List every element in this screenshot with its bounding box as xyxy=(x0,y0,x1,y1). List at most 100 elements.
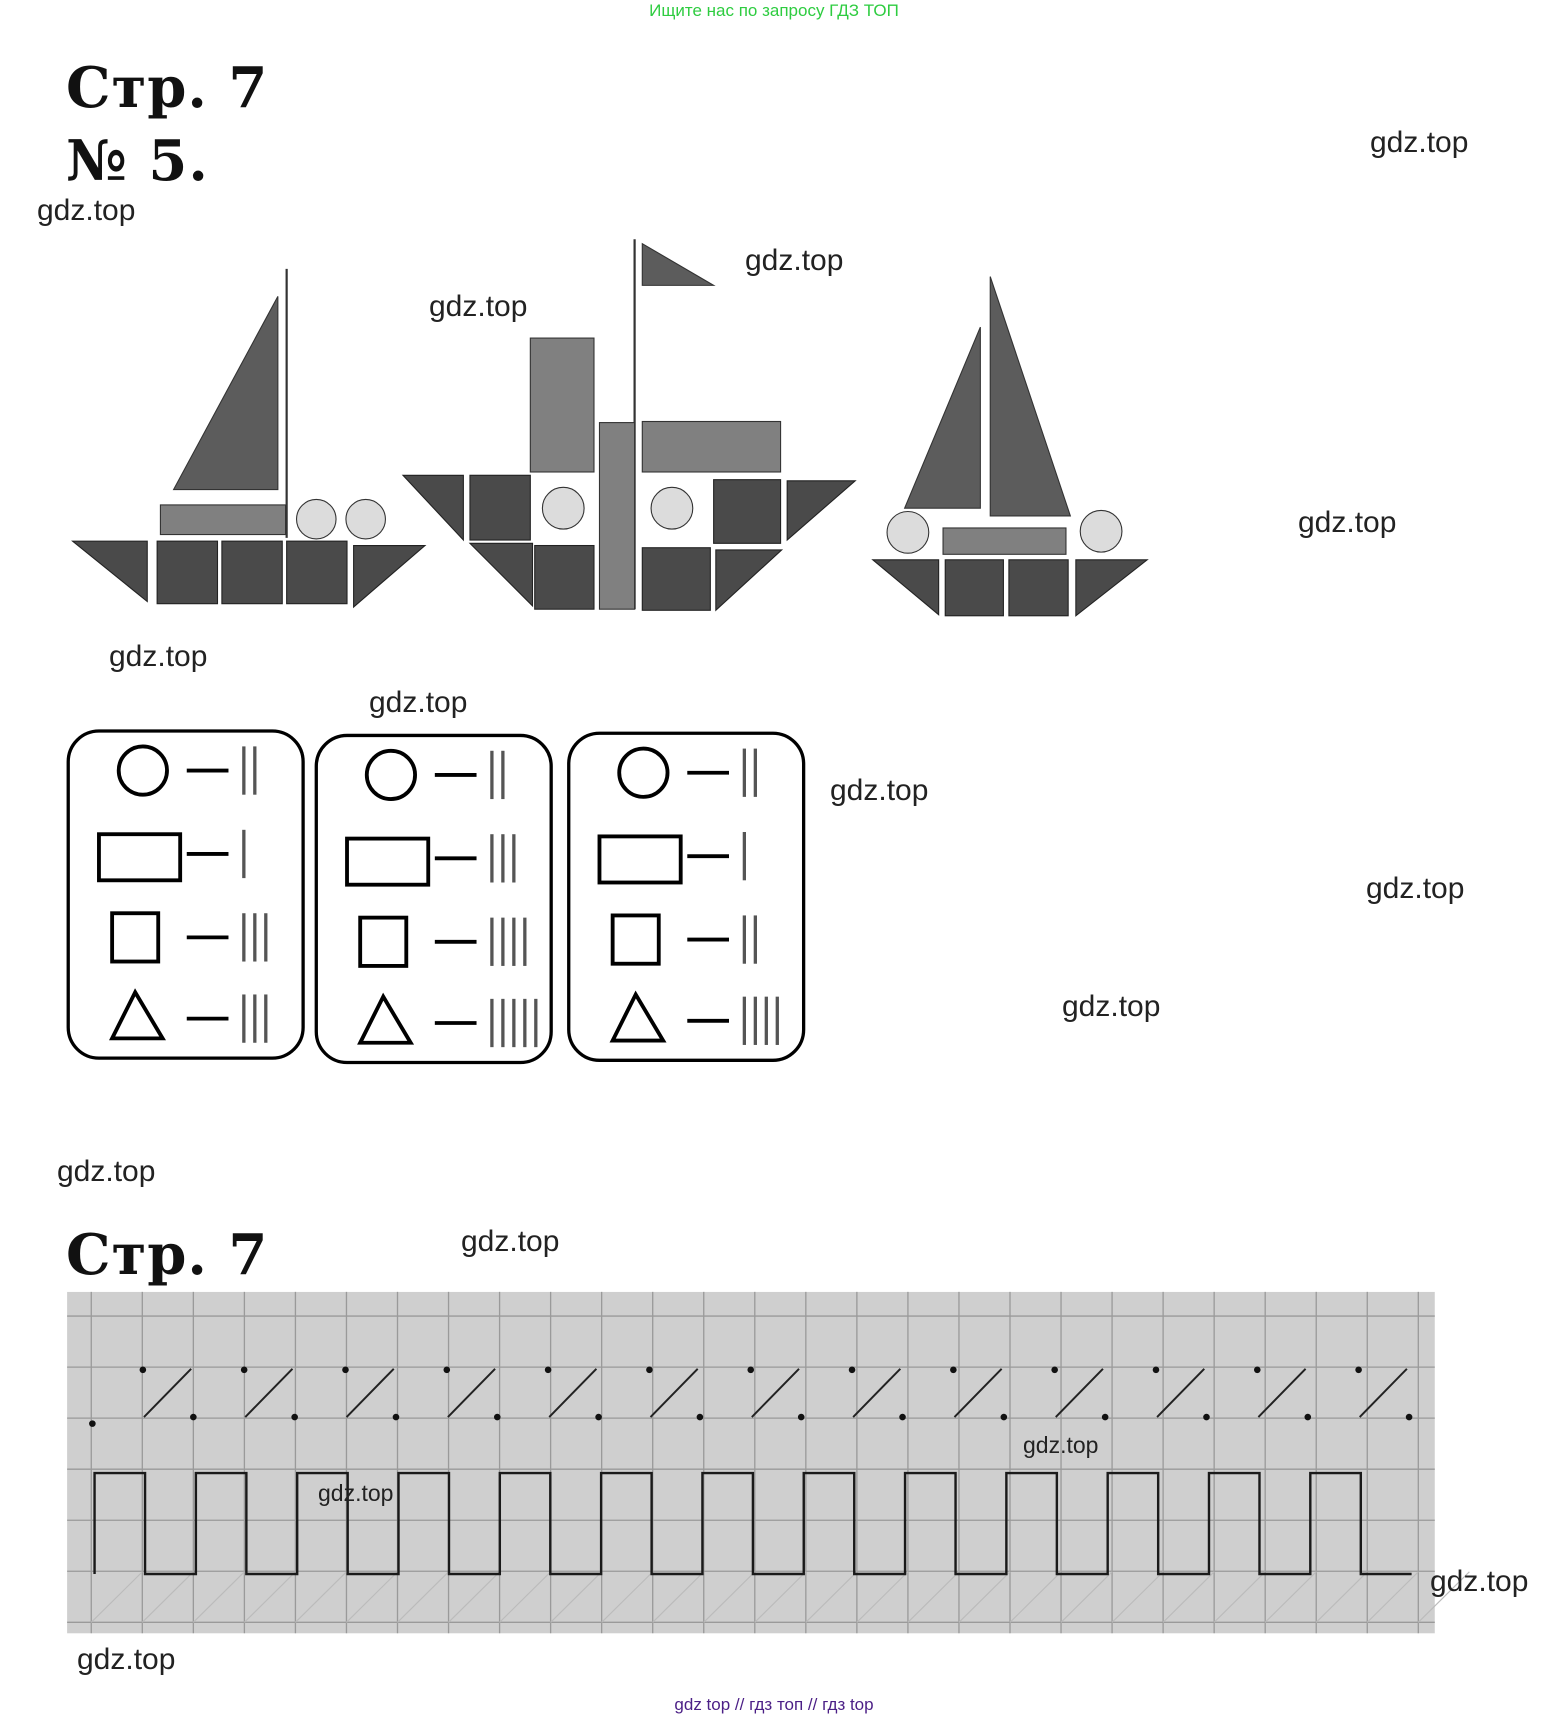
faint-diagonal xyxy=(907,1571,960,1623)
dot xyxy=(190,1413,197,1421)
dot xyxy=(392,1413,400,1421)
tally-card xyxy=(314,733,553,1065)
watermark: gdz.top xyxy=(77,1643,176,1676)
diagonal-stroke xyxy=(751,1368,800,1418)
watermark: gdz.top xyxy=(1023,1432,1099,1458)
watermark: gdz.top xyxy=(1430,1565,1529,1598)
square-shape xyxy=(610,913,661,966)
tally-card xyxy=(66,729,305,1060)
footer-links[interactable]: gdz top // гдз топ // гдз top xyxy=(674,1695,874,1714)
faint-diagonal xyxy=(397,1571,449,1623)
watermark: gdz.top xyxy=(830,774,929,807)
faint-diagonal xyxy=(703,1571,756,1623)
faint-diagonal xyxy=(856,1571,909,1623)
faint-diagonal xyxy=(1315,1571,1368,1623)
faint-diagonal xyxy=(295,1571,347,1623)
watermark: gdz.top xyxy=(318,1480,394,1506)
faint-diagonal xyxy=(958,1571,1011,1623)
dot xyxy=(696,1413,704,1421)
rectangle-shape xyxy=(345,836,431,887)
dot xyxy=(1304,1413,1312,1421)
circle-shape xyxy=(364,748,417,802)
triangle-shape xyxy=(109,988,166,1041)
watermark: gdz.top xyxy=(1298,506,1397,539)
faint-diagonal xyxy=(1111,1571,1164,1623)
watermark: gdz.top xyxy=(1370,126,1469,159)
rectangle-shape xyxy=(597,834,683,885)
faint-diagonal xyxy=(244,1571,296,1623)
faint-diagonal xyxy=(90,1571,143,1623)
faint-diagonal xyxy=(550,1571,603,1623)
dot xyxy=(544,1366,552,1374)
faint-diagonal xyxy=(1366,1571,1419,1623)
card-border xyxy=(314,733,553,1065)
faint-diagonal xyxy=(1264,1571,1317,1623)
triangle-shape xyxy=(609,990,667,1043)
faint-diagonal xyxy=(192,1571,245,1623)
tally-card xyxy=(567,731,806,1062)
square-shape xyxy=(110,911,161,964)
dot xyxy=(493,1413,501,1421)
circle-shape xyxy=(116,744,169,797)
dot xyxy=(595,1413,602,1421)
watermark: gdz.top xyxy=(109,640,208,673)
watermark: gdz.top xyxy=(369,686,468,719)
diagonal-stroke xyxy=(1358,1368,1408,1418)
watermark: gdz.top xyxy=(1366,872,1465,905)
square-shape xyxy=(358,915,409,968)
faint-diagonal xyxy=(652,1571,705,1623)
triangle-shape xyxy=(357,992,415,1045)
card-border xyxy=(567,731,806,1062)
faint-diagonal xyxy=(1009,1571,1062,1623)
dot xyxy=(291,1413,298,1421)
dot xyxy=(1101,1413,1109,1421)
watermark: gdz.top xyxy=(429,290,528,323)
card-border xyxy=(66,729,305,1060)
boat-2 xyxy=(401,239,857,612)
diagonal-stroke xyxy=(447,1368,496,1418)
faint-diagonal xyxy=(1417,1571,1470,1623)
dot xyxy=(899,1413,906,1421)
boat-3 xyxy=(871,276,1149,617)
dot xyxy=(342,1366,349,1374)
faint-diagonal xyxy=(1060,1571,1113,1623)
faint-diagonal xyxy=(346,1571,398,1623)
dot xyxy=(747,1366,755,1374)
diagonal-stroke xyxy=(649,1368,699,1418)
dot xyxy=(1000,1413,1008,1421)
diagonal-stroke xyxy=(345,1368,395,1418)
dot xyxy=(1355,1366,1362,1374)
diagonal-stroke xyxy=(143,1368,192,1418)
page-heading: Стр. 7 xyxy=(66,55,269,121)
diagonal-stroke xyxy=(244,1368,294,1418)
dot xyxy=(240,1366,248,1374)
page-heading-2: Стр. 7 xyxy=(66,1222,269,1288)
dot xyxy=(848,1366,856,1374)
dot xyxy=(1405,1413,1413,1421)
dot xyxy=(797,1413,805,1421)
boat-1 xyxy=(71,268,427,609)
tally-cards xyxy=(66,729,806,1065)
dot xyxy=(1152,1366,1160,1374)
task-number: № 5. xyxy=(66,128,209,194)
dot xyxy=(1051,1366,1058,1374)
watermark: gdz.top xyxy=(37,194,136,227)
diagonal-stroke xyxy=(852,1368,902,1418)
rectangle-shape xyxy=(97,832,183,883)
dot xyxy=(646,1366,653,1374)
grid-paper xyxy=(67,1291,1435,1634)
diagonal-stroke xyxy=(1156,1368,1205,1418)
search-banner[interactable]: Ищите нас по запросу ГДЗ ТОП xyxy=(649,1,899,20)
dot xyxy=(89,1420,96,1427)
faint-diagonal xyxy=(448,1571,500,1623)
dot xyxy=(1203,1413,1210,1421)
faint-diagonal xyxy=(805,1571,858,1623)
faint-diagonal xyxy=(1162,1571,1215,1623)
diagonal-stroke xyxy=(953,1368,1003,1418)
dot xyxy=(443,1366,451,1374)
square-wave-stroke xyxy=(93,1471,1412,1576)
watermark: gdz.top xyxy=(745,244,844,277)
watermark: gdz.top xyxy=(1062,990,1161,1023)
handwriting-grid xyxy=(67,1291,1470,1634)
